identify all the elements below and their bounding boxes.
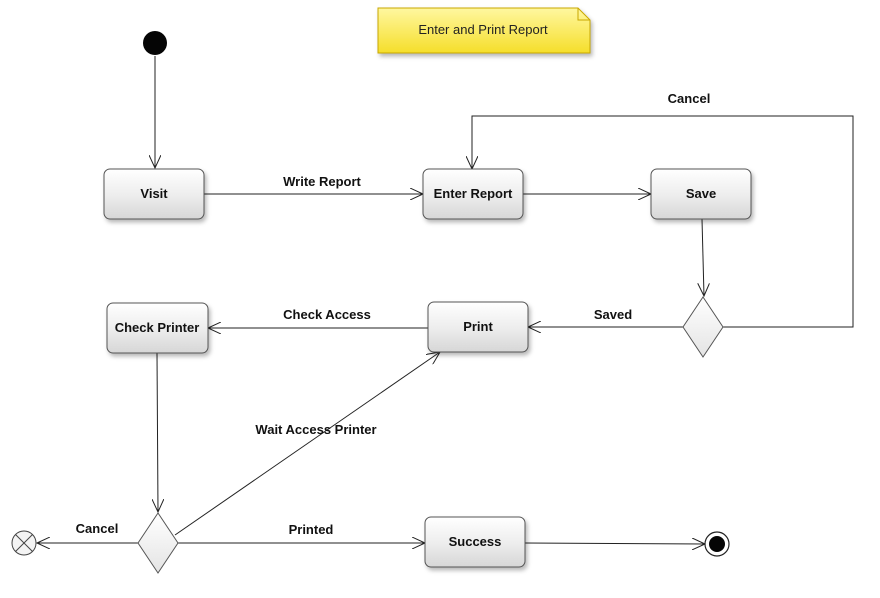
note-text: Enter and Print Report <box>418 22 548 37</box>
label-wait-access-printer: Wait Access Printer <box>255 422 376 437</box>
node-visit-label: Visit <box>140 186 168 201</box>
node-enter-report <box>422 168 524 220</box>
label-printed: Printed <box>289 522 334 537</box>
node-print <box>427 301 529 353</box>
node-enter-report-label: Enter Report <box>434 186 513 201</box>
edge-cancel-loop <box>472 115 854 328</box>
node-visit <box>103 168 205 220</box>
label-cancel-top: Cancel <box>668 91 711 106</box>
edge-success-to-end <box>524 543 705 544</box>
node-success-label: Success <box>449 534 502 549</box>
label-saved: Saved <box>594 307 632 322</box>
node-success <box>424 516 526 568</box>
label-cancel-bottom: Cancel <box>76 521 119 536</box>
label-write-report: Write Report <box>283 174 361 189</box>
node-save-label: Save <box>686 186 716 201</box>
node-save <box>650 168 752 220</box>
end-node <box>704 531 730 557</box>
decision-print-result <box>137 512 179 574</box>
edge-wait-access-printer <box>174 352 440 536</box>
decision-saved <box>682 296 724 358</box>
note <box>377 7 591 54</box>
edge-printer-to-decision <box>157 352 158 512</box>
edge-save-to-decision <box>702 218 704 296</box>
node-check-printer-label: Check Printer <box>115 320 200 335</box>
label-check-access: Check Access <box>283 307 371 322</box>
flow-final-node <box>11 530 37 556</box>
node-check-printer <box>106 302 209 354</box>
start-node <box>143 31 167 55</box>
node-print-label: Print <box>463 319 493 334</box>
